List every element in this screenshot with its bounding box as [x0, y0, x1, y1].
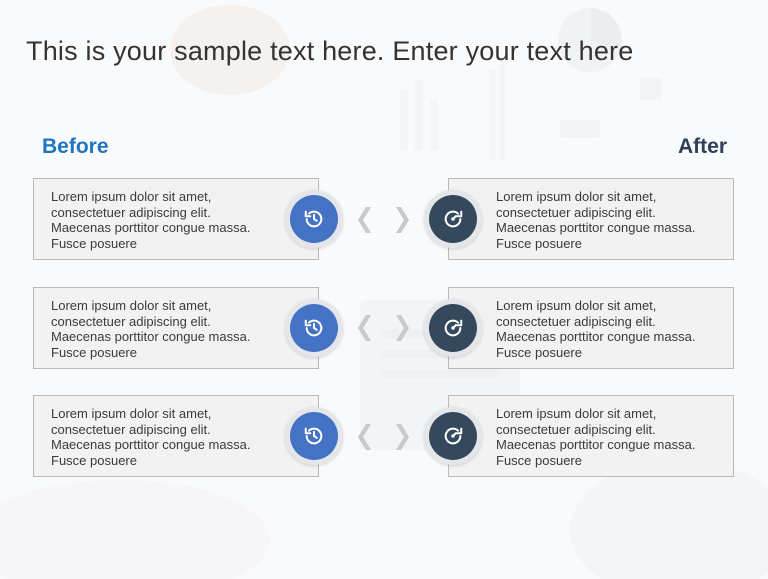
before-card-text: Lorem ipsum dolor sit amet, consectetuer… — [51, 189, 251, 251]
after-icon-badge-2 — [424, 299, 482, 357]
chevron-left-icon — [358, 315, 371, 341]
after-icon-badge-3 — [424, 407, 482, 465]
before-card-text: Lorem ipsum dolor sit amet, consectetuer… — [51, 298, 251, 360]
before-icon-badge-1 — [285, 190, 343, 248]
before-icon-badge-3 — [285, 407, 343, 465]
timer-forward-icon — [429, 195, 477, 243]
history-icon — [290, 304, 338, 352]
chevron-right-icon — [396, 207, 409, 233]
before-icon-badge-2 — [285, 299, 343, 357]
before-card-1: Lorem ipsum dolor sit amet, consectetuer… — [33, 178, 319, 260]
after-card-text: Lorem ipsum dolor sit amet, consectetuer… — [496, 298, 696, 360]
before-card-text: Lorem ipsum dolor sit amet, consectetuer… — [51, 406, 251, 468]
chevron-left-icon — [358, 207, 371, 233]
before-card-3: Lorem ipsum dolor sit amet, consectetuer… — [33, 395, 319, 477]
after-card-text: Lorem ipsum dolor sit amet, consectetuer… — [496, 406, 696, 468]
page-title: This is your sample text here. Enter you… — [26, 36, 634, 66]
before-card-2: Lorem ipsum dolor sit amet, consectetuer… — [33, 287, 319, 369]
after-card-3: Lorem ipsum dolor sit amet, consectetuer… — [448, 395, 734, 477]
before-heading: Before — [42, 135, 109, 158]
after-card-1: Lorem ipsum dolor sit amet, consectetuer… — [448, 178, 734, 260]
chevron-left-icon — [358, 424, 371, 450]
history-icon — [290, 412, 338, 460]
after-card-text: Lorem ipsum dolor sit amet, consectetuer… — [496, 189, 696, 251]
chevron-right-icon — [396, 315, 409, 341]
after-icon-badge-1 — [424, 190, 482, 248]
after-card-2: Lorem ipsum dolor sit amet, consectetuer… — [448, 287, 734, 369]
history-icon — [290, 195, 338, 243]
chevron-right-icon — [396, 424, 409, 450]
timer-forward-icon — [429, 304, 477, 352]
after-heading: After — [677, 135, 727, 158]
timer-forward-icon — [429, 412, 477, 460]
